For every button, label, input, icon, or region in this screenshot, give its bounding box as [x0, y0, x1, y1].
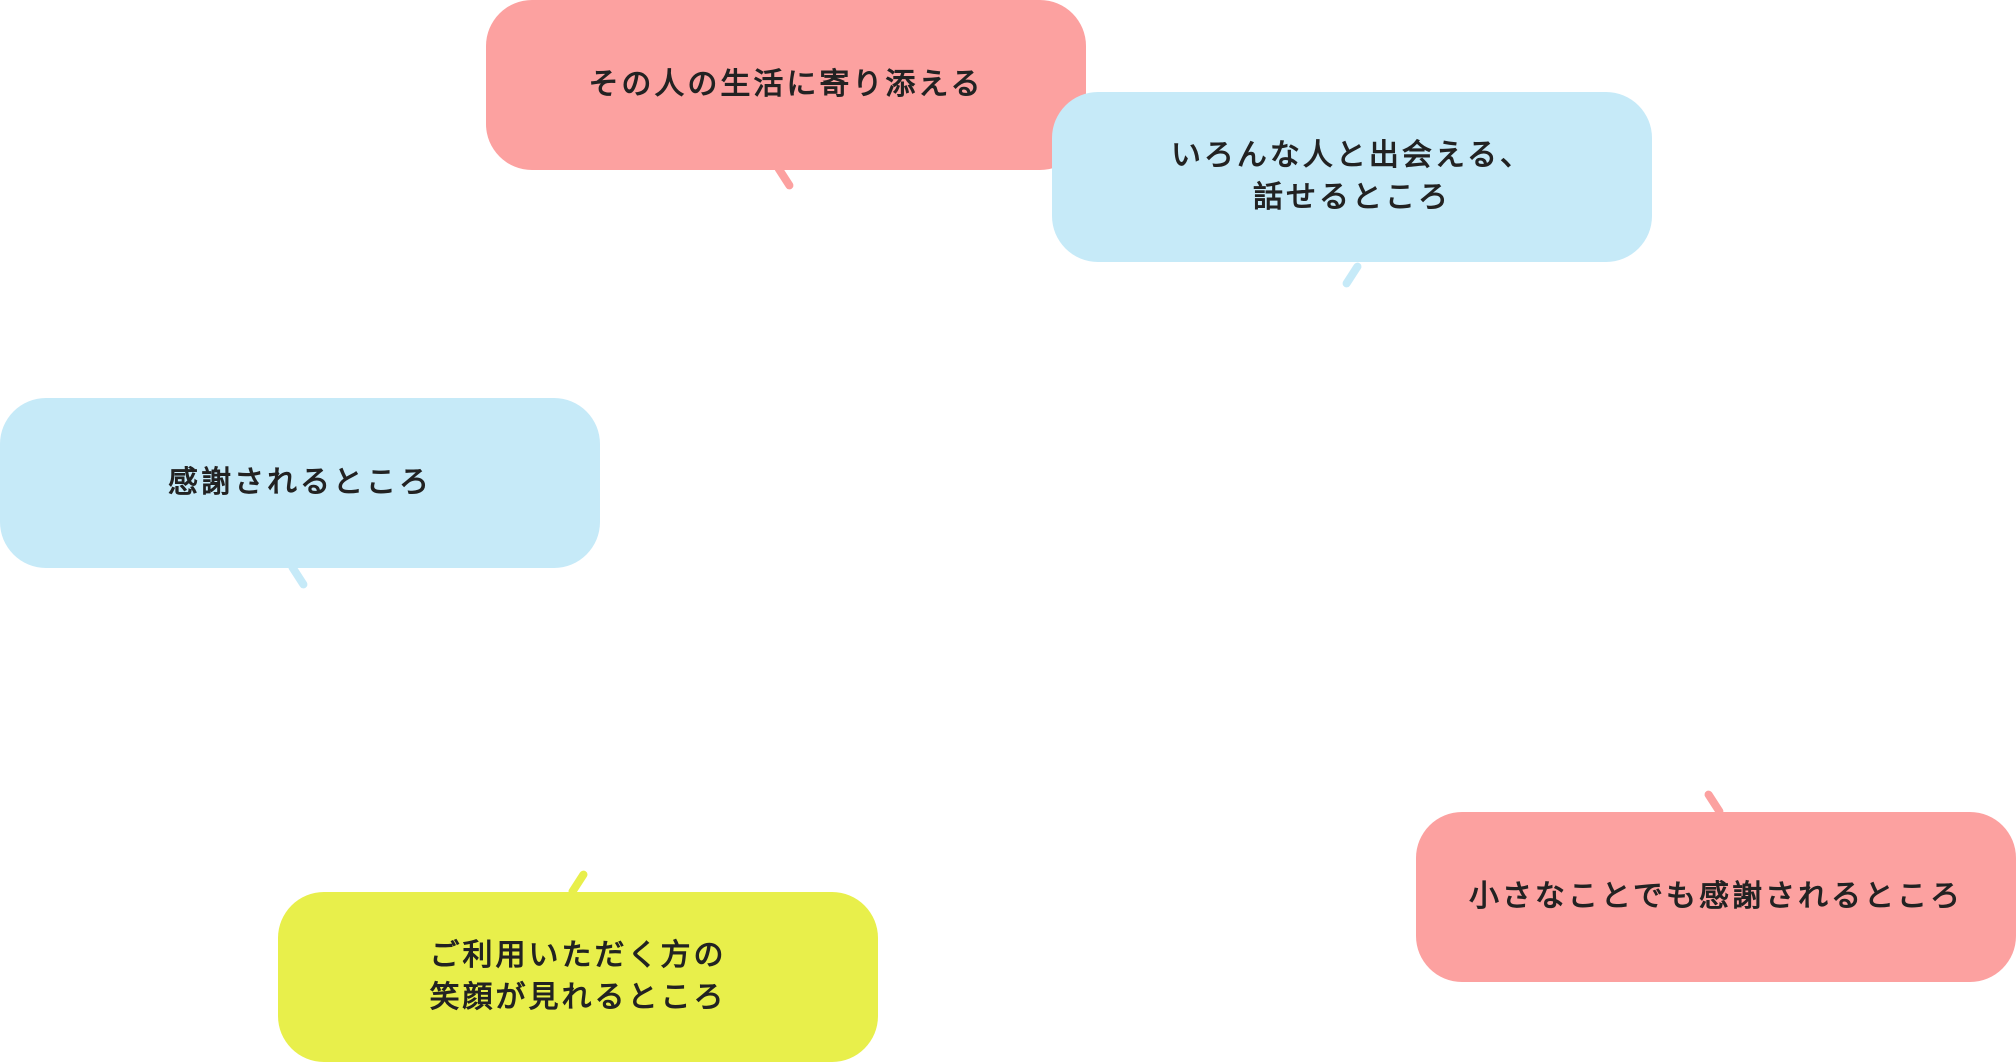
speech-bubble-tail — [1341, 261, 1363, 289]
speech-bubble-blue-top-right: いろんな人と出会える、 話せるところ — [1052, 92, 1652, 262]
speech-bubble-yellow-bottom: ご利用いただく方の 笑顔が見れるところ — [278, 892, 878, 1062]
speech-bubble-pink-bottom-right: 小さなことでも感謝されるところ — [1416, 812, 2016, 982]
bubble-text: 感謝されるところ — [168, 462, 432, 504]
bubble-text-line: 小さなことでも感謝されるところ — [1468, 879, 1964, 914]
speech-bubble-pink-top: その人の生活に寄り添える — [486, 0, 1086, 170]
speech-bubble-blue-left: 感謝されるところ — [0, 398, 600, 568]
bubble-text: 小さなことでも感謝されるところ — [1469, 876, 1963, 918]
bubble-text: ご利用いただく方の 笑顔が見れるところ — [430, 935, 727, 1019]
bubble-text: いろんな人と出会える、 話せるところ — [1171, 135, 1533, 219]
bubble-text-line: 感謝されるところ — [168, 465, 432, 500]
bubble-text-line: 話せるところ — [1252, 180, 1451, 215]
bubble-text-line: 笑顔が見れるところ — [429, 980, 727, 1015]
bubble-text-line: その人の生活に寄り添える — [588, 67, 984, 102]
bubble-text-line: いろんな人と出会える、 — [1170, 138, 1534, 173]
bubble-text: その人の生活に寄り添える — [588, 64, 983, 106]
bubble-text-line: ご利用いただく方の — [429, 938, 727, 973]
